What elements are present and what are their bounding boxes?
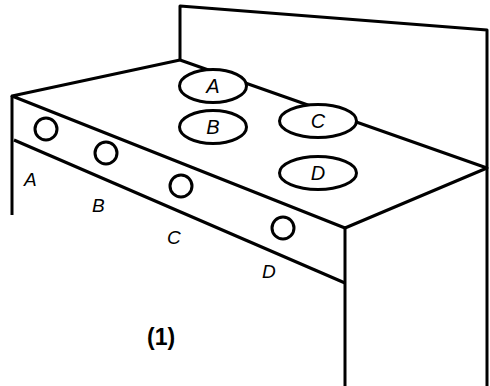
stove-top [12,60,487,228]
burner-letter: A [206,76,219,96]
burner-ellipse: C [278,103,358,139]
knob-label: D [262,262,276,281]
burner-ring [280,157,357,190]
burner-ellipse: B [178,109,248,145]
burner-ellipse: A [178,68,248,104]
knob [35,118,57,140]
stove-front-corner [344,228,347,386]
burner-letter: C [311,111,325,131]
burner-ring [180,111,247,144]
knob-label: B [92,196,105,215]
knob [95,142,117,164]
backsplash [180,6,487,386]
panel-left-edge [11,96,14,215]
knob [170,175,192,197]
burner-letter: B [206,117,219,137]
burner-ring [180,70,247,103]
knob-label: A [24,170,37,189]
knob-label: C [167,228,181,247]
burner-ring [280,105,357,138]
burner-ellipse: D [278,155,358,191]
burner-letter: D [311,163,325,183]
figure-caption: (1) [147,326,175,349]
knob [272,217,294,239]
